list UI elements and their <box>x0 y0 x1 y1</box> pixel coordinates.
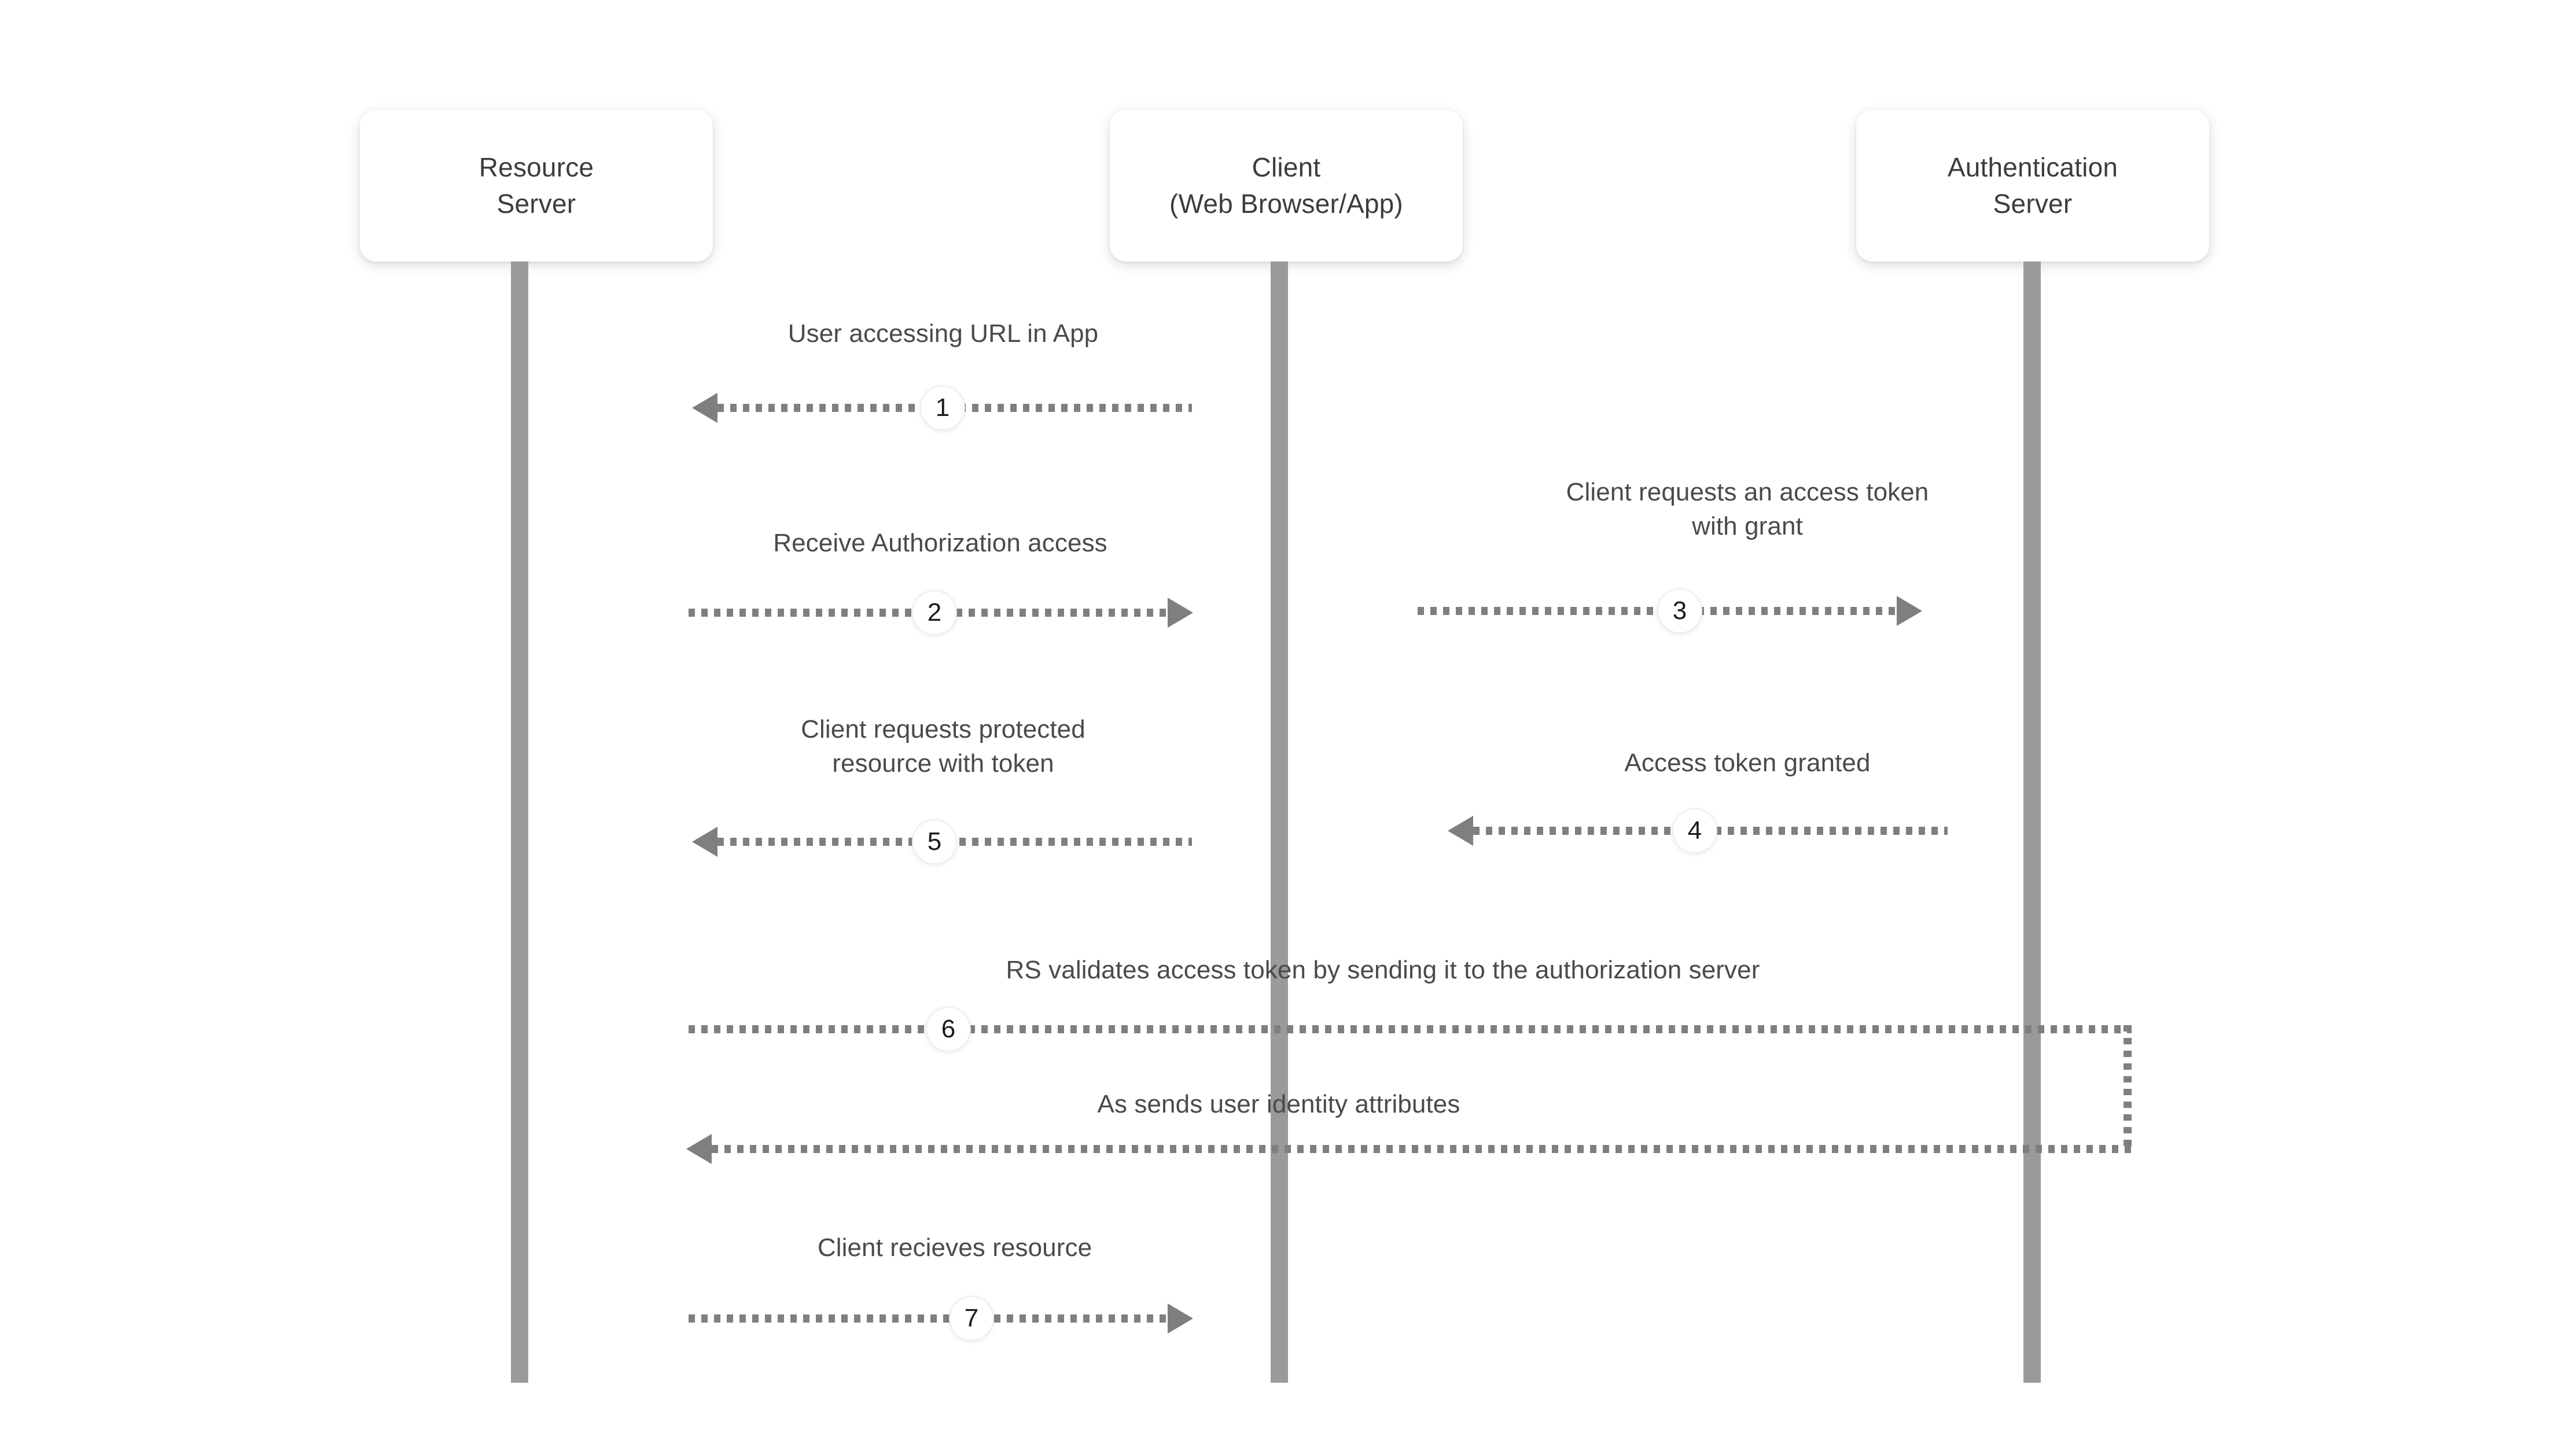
message-7-line <box>689 1314 1168 1323</box>
message-5-step-badge: 5 <box>913 820 956 863</box>
participant-resource-server[interactable]: Resource Server <box>360 110 713 262</box>
participant-authentication-server[interactable]: Authentication Server <box>1856 110 2209 262</box>
message-6-label: RS validates access token by sending it … <box>1006 956 1760 984</box>
message-return-arrowhead-left <box>686 1134 712 1164</box>
message-6-uturn-vertical <box>2124 1025 2132 1149</box>
message-1-label: User accessing URL in App <box>787 319 1099 348</box>
message-3-arrowhead-right <box>1897 596 1922 626</box>
message-5-arrowhead-left <box>692 827 717 857</box>
message-2-arrowhead-right <box>1168 598 1193 628</box>
message-5-label: Client requests protected resource with … <box>801 715 1085 778</box>
message-4-label: Access token granted <box>1624 749 1871 777</box>
message-6-line <box>689 1025 2132 1033</box>
message-return-line <box>712 1145 2132 1153</box>
message-7-label: Client recieves resource <box>817 1233 1092 1262</box>
message-1-step-badge: 1 <box>921 386 964 429</box>
lifeline-resource-server <box>511 262 528 1383</box>
message-7-arrowhead-right <box>1168 1303 1193 1334</box>
participant-client-label: Client (Web Browser/App) <box>1169 152 1403 219</box>
participant-authentication-server-label: Authentication Server <box>1947 152 2118 219</box>
participant-client[interactable]: Client (Web Browser/App) <box>1110 110 1463 262</box>
message-1-arrowhead-left <box>692 393 717 423</box>
lifeline-authentication-server <box>2023 262 2041 1383</box>
message-4-arrowhead-left <box>1448 816 1473 846</box>
message-return-label: As sends user identity attributes <box>1097 1090 1460 1118</box>
message-4-step-badge: 4 <box>1673 809 1716 852</box>
lifeline-client <box>1271 262 1288 1383</box>
message-3-label: Client requests an access token with gra… <box>1566 478 1929 540</box>
message-6-step-badge: 6 <box>927 1008 970 1051</box>
participant-resource-server-label: Resource Server <box>479 152 594 219</box>
message-2-label: Receive Authorization access <box>773 529 1107 557</box>
message-2-step-badge: 2 <box>913 591 956 634</box>
message-3-step-badge: 3 <box>1658 590 1701 632</box>
message-3-line <box>1418 607 1897 615</box>
message-7-step-badge: 7 <box>950 1297 993 1340</box>
